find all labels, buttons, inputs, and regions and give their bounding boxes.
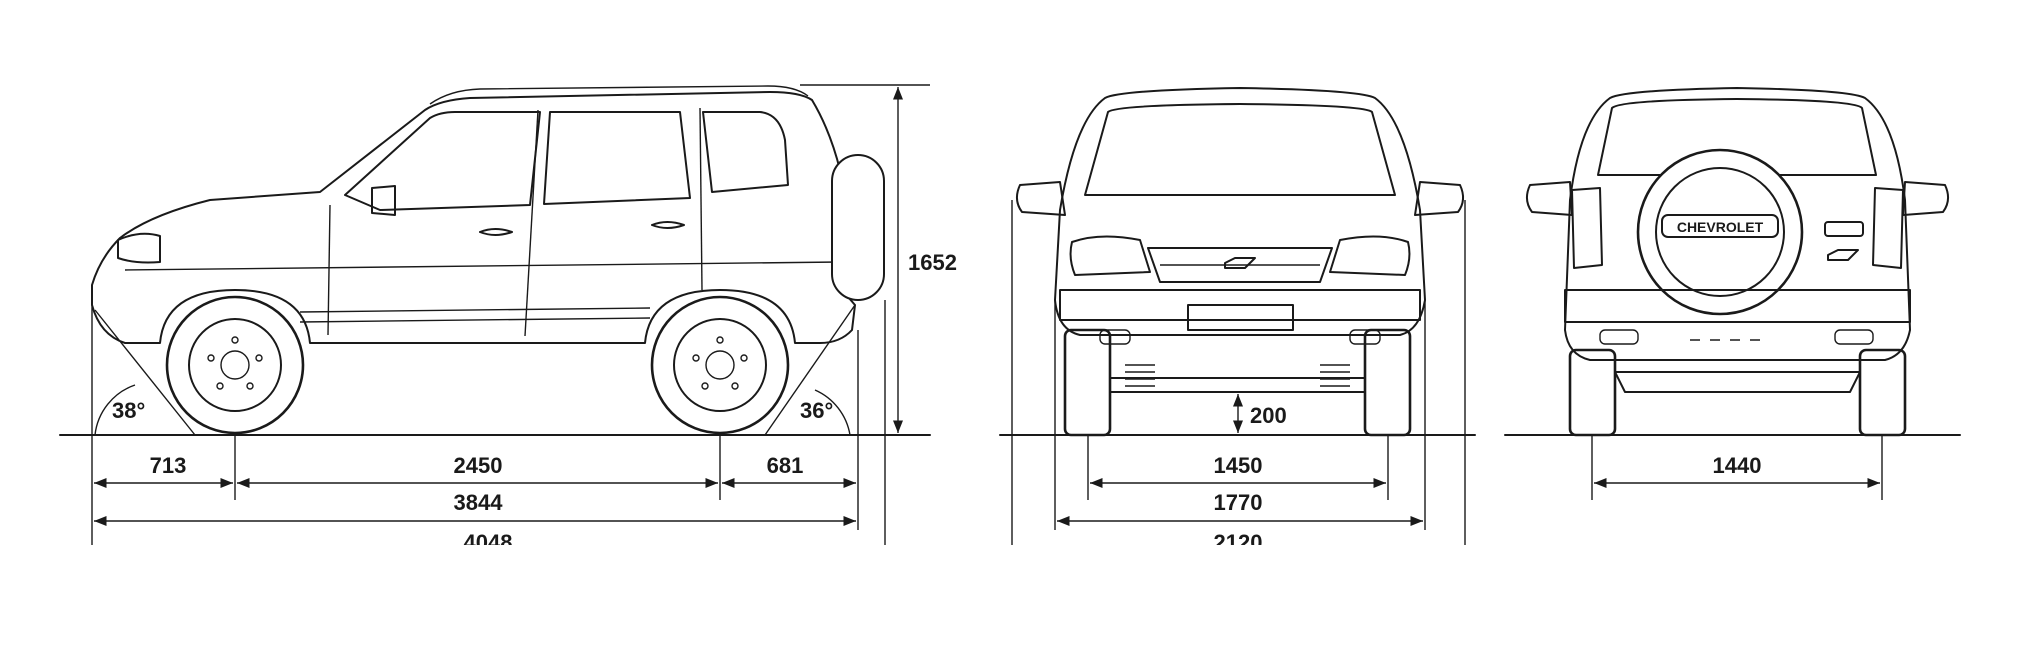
side-mirror (371, 185, 396, 216)
side-rear-wheel (650, 295, 790, 435)
front-left-mirror (1016, 181, 1066, 216)
approach-line (94, 309, 196, 436)
front-right-fog-light (1349, 329, 1381, 345)
rear-spare-cover (1655, 167, 1785, 297)
rear-left-mirror (1526, 181, 1573, 216)
height-label: 1652 (908, 250, 957, 275)
spare-cover-brand: CHEVROLET (1677, 219, 1764, 235)
rear-right-reflector (1834, 329, 1874, 345)
quarter-window (702, 111, 789, 193)
front-window (344, 111, 541, 211)
headlight (117, 232, 161, 264)
side-body-outline (91, 91, 856, 344)
grille (1147, 247, 1333, 283)
front-left-fog-light (1099, 329, 1131, 345)
departure-arc (814, 389, 851, 436)
front-right-spring (1320, 364, 1350, 387)
approach-angle-label: 38° (112, 398, 145, 423)
front-left-headlight (1069, 235, 1151, 276)
front-bumper (1059, 289, 1421, 321)
approach-arc (94, 384, 136, 436)
b-pillar (524, 109, 539, 337)
sill-line-2 (299, 317, 651, 323)
front-track-label: 1450 (1214, 453, 1263, 478)
ground-clearance-label: 200 (1250, 403, 1287, 428)
rear-right-mirror (1902, 181, 1949, 216)
front-door-handle (479, 228, 513, 236)
rear-overhang-label: 681 (767, 453, 804, 478)
width-body-label: 1770 (1214, 490, 1263, 515)
c-pillar (699, 107, 703, 291)
front-right-tire (1363, 328, 1412, 437)
wheelbase-label: 2450 (454, 453, 503, 478)
departure-line (764, 304, 856, 436)
bowtie-emblem (1224, 257, 1256, 269)
rear-bowtie-emblem (1827, 249, 1859, 261)
license-plate (1187, 304, 1294, 331)
body-crease (124, 261, 841, 271)
model-badge (1824, 221, 1864, 237)
rear-bumper (1564, 289, 1911, 323)
windshield (1084, 103, 1396, 196)
rear-door-handle (651, 221, 685, 229)
side-spare-tire (831, 154, 885, 301)
front-axle (1109, 377, 1366, 393)
front-left-spring (1125, 364, 1155, 387)
rear-left-tire (1568, 348, 1617, 437)
side-view: 38° 36° 1652 713 2450 681 3844 4048 (59, 84, 957, 555)
front-door-edge (327, 204, 331, 336)
rear-window (1597, 98, 1877, 176)
front-right-headlight (1329, 235, 1411, 276)
front-view: 200 1450 1770 2120 (999, 87, 1476, 555)
rear-body-outline (1564, 87, 1911, 361)
roof-rail (429, 85, 809, 105)
rear-door-window (543, 111, 691, 205)
front-left-tire (1063, 328, 1112, 437)
rear-left-reflector (1599, 329, 1639, 345)
spare-cover-badge (1661, 214, 1779, 238)
front-body-outline (1054, 87, 1426, 336)
front-overhang-label: 713 (150, 453, 187, 478)
side-front-wheel (165, 295, 305, 435)
rear-left-taillight (1571, 187, 1603, 269)
departure-angle-label: 36° (800, 398, 833, 423)
rear-track-label: 1440 (1713, 453, 1762, 478)
bottom-crop-mask (0, 545, 2025, 645)
front-right-mirror (1414, 181, 1464, 216)
rear-axle (1614, 371, 1861, 393)
sill-line-1 (299, 307, 651, 313)
rear-view: CHEVROLET 1440 (1504, 87, 1961, 500)
rear-right-taillight (1872, 187, 1904, 269)
rear-right-tire (1858, 348, 1907, 437)
length-body-label: 3844 (454, 490, 504, 515)
